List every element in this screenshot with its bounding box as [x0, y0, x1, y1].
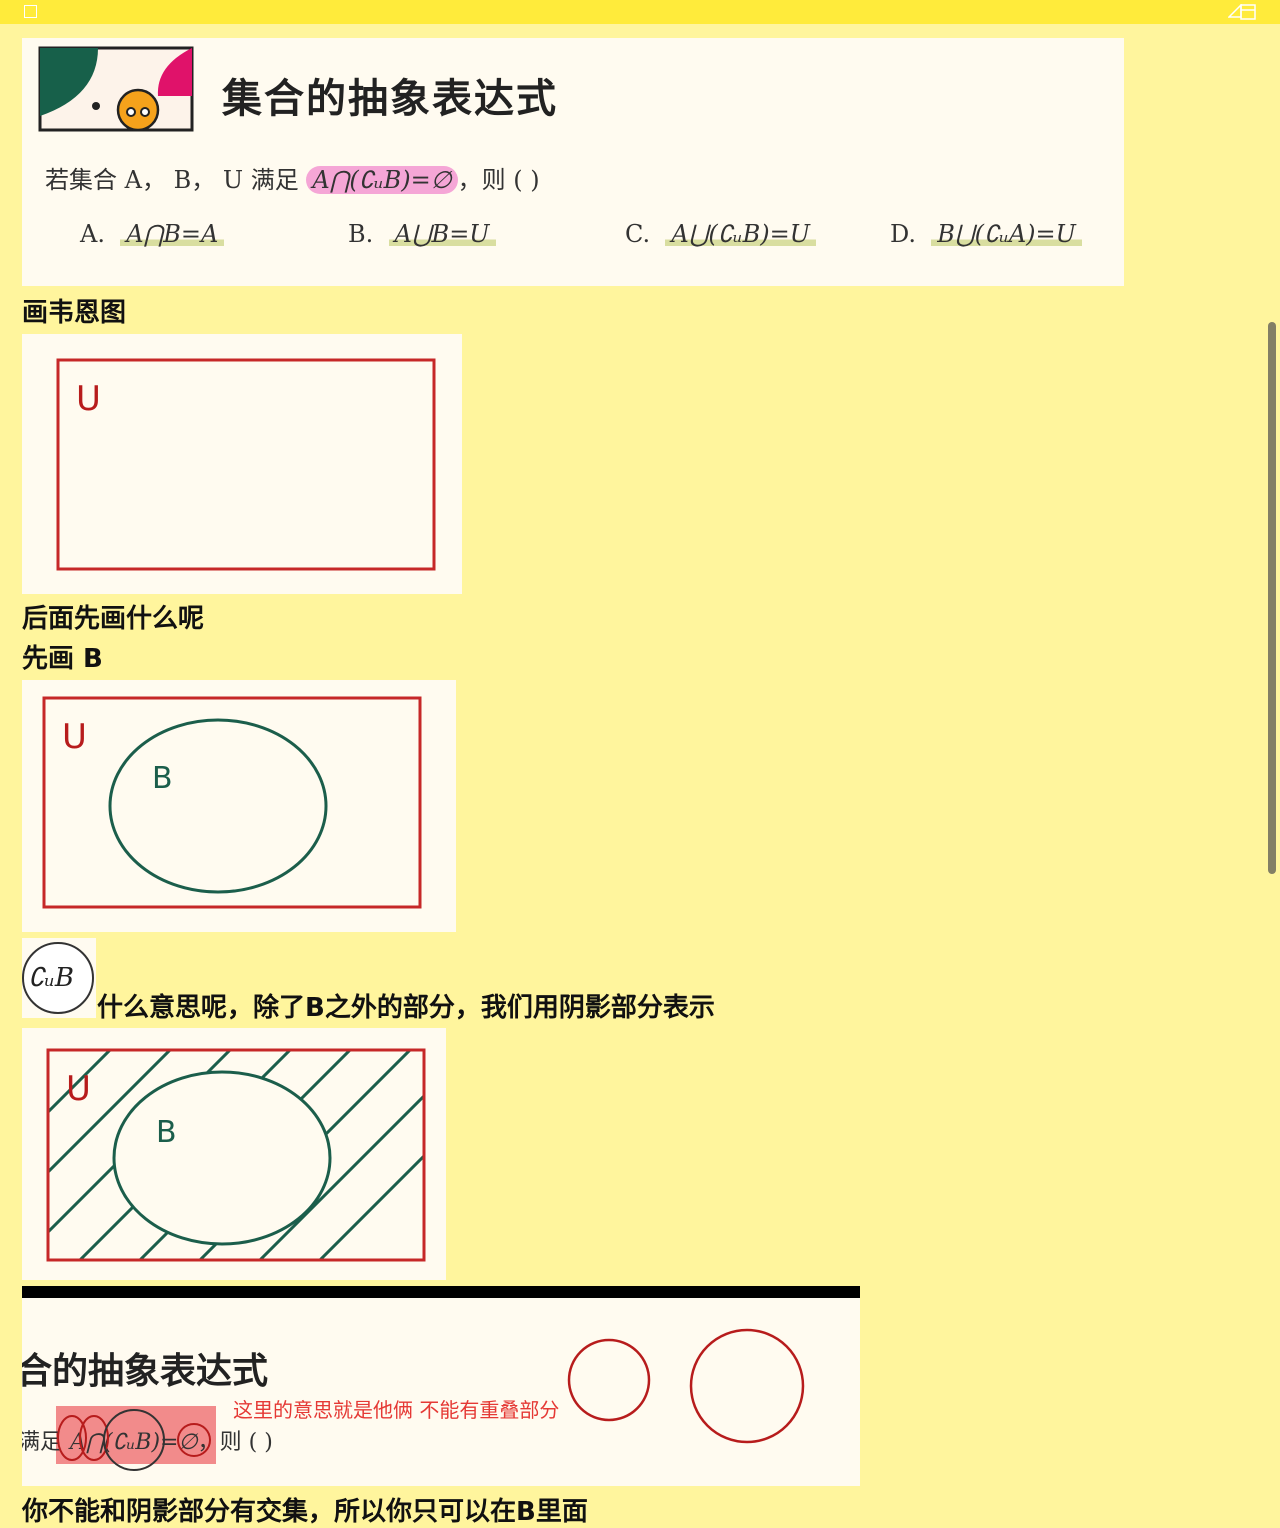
window-checkbox-icon[interactable] — [24, 5, 37, 18]
question-title: 集合的抽象表达式 — [222, 75, 558, 122]
universe-label: U — [66, 1069, 91, 1109]
venn-complement-shaded-image: U B — [22, 1028, 446, 1280]
stem-suffix: ，则 ( ) — [457, 166, 540, 194]
stem-condition-highlight: A⋂(∁ᵤB)=∅ — [306, 166, 458, 194]
window-titlebar — [0, 0, 1280, 24]
universe-label: U — [62, 717, 87, 757]
caption-what-next: 后面先画什么呢 — [22, 604, 205, 634]
complement-symbol: ∁ᵤB — [28, 963, 74, 993]
stem-prefix: 若集合 A， B， U 满足 — [45, 166, 299, 194]
option-c: C. A⋃(∁ᵤB)=U — [625, 220, 816, 248]
question-card-image — [22, 38, 1124, 286]
complement-badge: ∁ᵤB — [22, 938, 96, 1018]
set-b-label: B — [156, 1115, 177, 1150]
caption-draw-venn: 画韦恩图 — [22, 298, 127, 328]
question-stem: 若集合 A， B， U 满足 A⋂(∁ᵤB)=∅，则 ( ) — [45, 160, 540, 195]
option-a: A. A⋂B=A — [80, 220, 225, 248]
caption-complement-meaning: 什么意思呢，除了B之外的部分，我们用阴影部分表示 — [97, 993, 715, 1023]
option-b: B. A⋃B=U — [348, 220, 496, 248]
option-d: D. B⋃(∁ᵤA)=U — [890, 220, 1082, 248]
second-card-title: 合的抽象表达式 — [22, 1350, 269, 1392]
venn-universe-image: U — [22, 334, 462, 594]
caption-draw-b-first: 先画 B — [22, 644, 103, 674]
image-border-bar — [22, 1286, 860, 1298]
venn-with-b-image: U B — [22, 680, 456, 932]
scrollbar-thumb[interactable] — [1268, 322, 1276, 874]
overlap-annotation: 这里的意思就是他俩 不能有重叠部分 — [233, 1398, 560, 1422]
layout-icon[interactable] — [1240, 4, 1256, 20]
caption-conclusion: 你不能和阴影部分有交集，所以你只可以在B里面 — [22, 1497, 588, 1527]
lesson-logo — [38, 46, 194, 132]
universe-label: U — [76, 379, 101, 419]
set-b-label: B — [152, 761, 173, 796]
